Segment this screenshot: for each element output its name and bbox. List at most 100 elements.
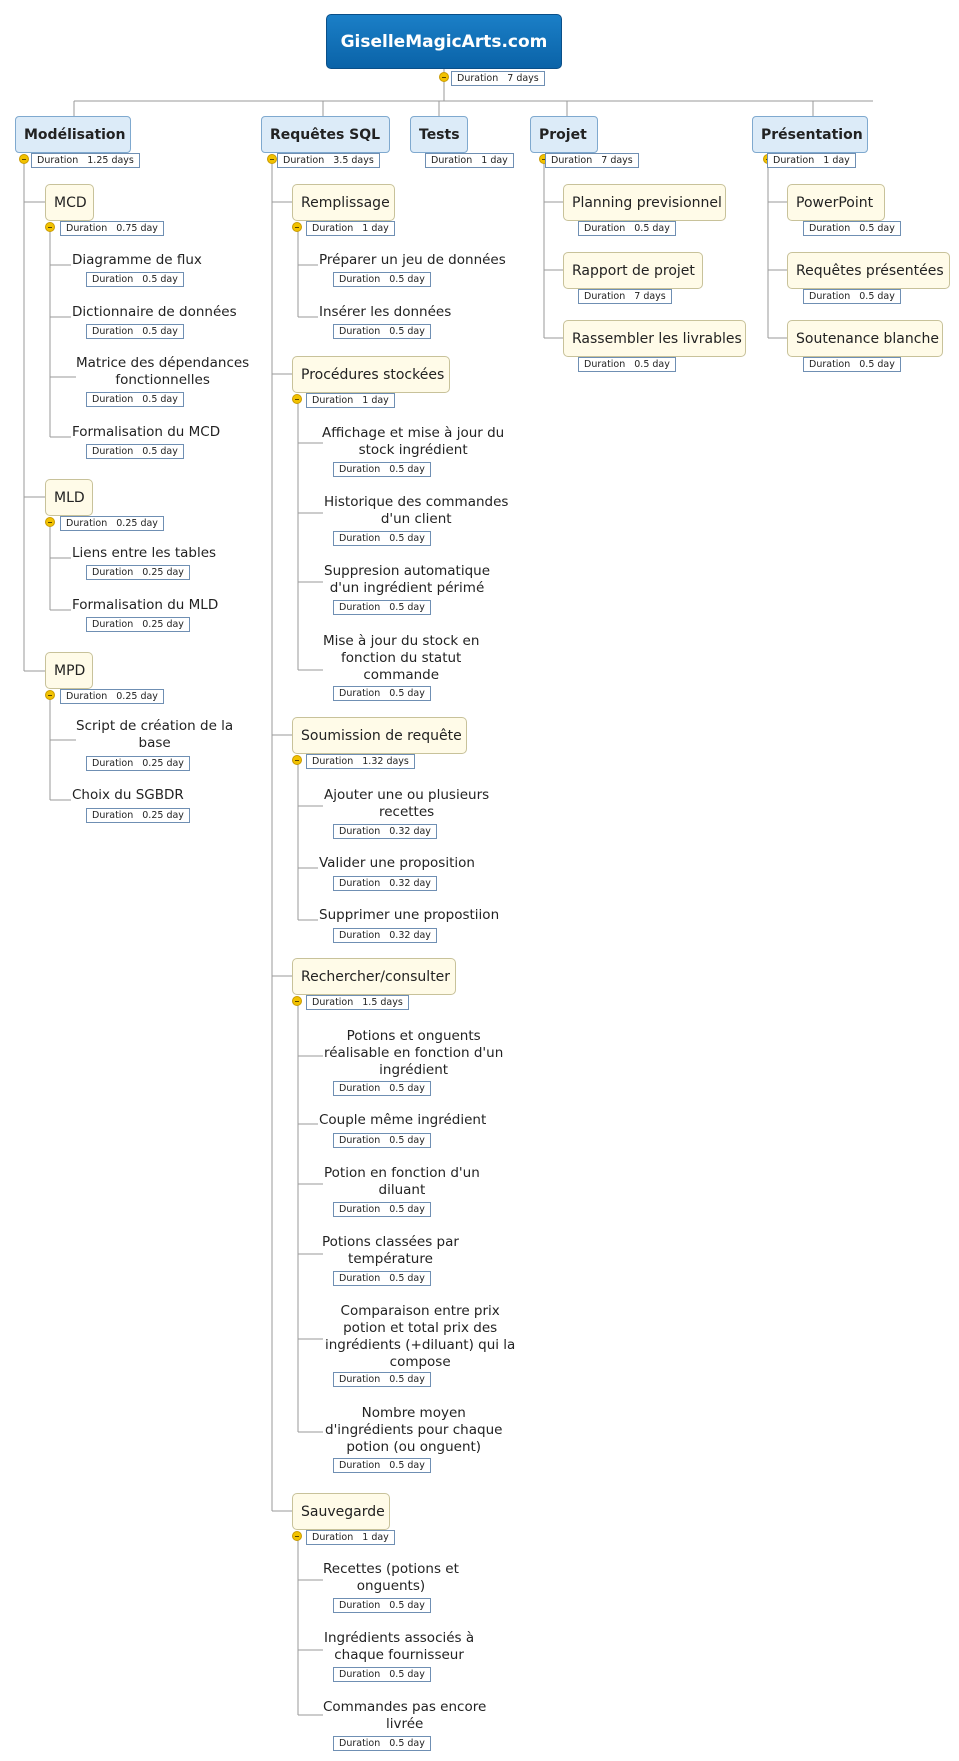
branch-modelisation[interactable]: Modélisation [15, 116, 131, 153]
collapse-icon[interactable] [45, 690, 55, 700]
task-label: Script de création de la base [76, 718, 234, 751]
task-label: Suppresion automatique d'un ingrédient p… [324, 563, 490, 596]
collapse-icon[interactable] [19, 154, 29, 164]
task-label: Commandes pas encore livrée [323, 1699, 487, 1732]
node-mld[interactable]: MLD [45, 479, 93, 516]
branch-requetes-sql[interactable]: Requêtes SQL [261, 116, 390, 153]
node-mpd[interactable]: MPD [45, 652, 93, 689]
task-label: Formalisation du MCD [72, 424, 221, 440]
node-procedures-stockees[interactable]: Procédures stockées [292, 356, 450, 393]
task-label: Mise à jour du stock en fonction du stat… [323, 633, 480, 683]
node-soumission-requete[interactable]: Soumission de requête [292, 717, 467, 754]
branch-tests[interactable]: Tests [410, 116, 468, 153]
task-label: Supprimer une propostiion [319, 907, 500, 923]
task-label: Affichage et mise à jour du stock ingréd… [322, 425, 505, 458]
node-planning-previsionnel[interactable]: Planning previsionnel [563, 184, 726, 221]
task-label: Ingrédients associés à chaque fournisseu… [324, 1630, 475, 1663]
root-node[interactable]: GiselleMagicArts.com [326, 14, 562, 69]
task-label: Liens entre les tables [72, 545, 217, 561]
collapse-icon[interactable] [292, 996, 302, 1006]
task-label: Préparer un jeu de données [319, 252, 506, 268]
task-label: Insérer les données [319, 304, 452, 320]
node-rapport-de-projet[interactable]: Rapport de projet [563, 252, 703, 289]
task-label: Dictionnaire de données [72, 304, 237, 320]
task-label: Formalisation du MLD [72, 597, 219, 613]
node-rechercher-consulter[interactable]: Rechercher/consulter [292, 958, 456, 995]
node-rassembler-livrables[interactable]: Rassembler les livrables [563, 320, 746, 357]
node-soutenance-blanche[interactable]: Soutenance blanche [787, 320, 943, 357]
node-mcd[interactable]: MCD [45, 184, 94, 221]
root-title: GiselleMagicArts.com [340, 31, 548, 52]
collapse-icon[interactable] [439, 72, 449, 82]
branch-projet[interactable]: Projet [530, 116, 598, 153]
task-label: Comparaison entre prix potion et total p… [325, 1303, 516, 1370]
task-label: Potions et onguents réalisable en foncti… [324, 1028, 504, 1078]
task-label: Historique des commandes d'un client [324, 494, 509, 527]
task-label: Potion en fonction d'un diluant [324, 1165, 480, 1198]
task-label: Nombre moyen d'ingrédients pour chaque p… [325, 1405, 503, 1455]
branch-presentation[interactable]: Présentation [752, 116, 868, 153]
collapse-icon[interactable] [292, 394, 302, 404]
collapse-icon[interactable] [292, 222, 302, 232]
node-remplissage[interactable]: Remplissage [292, 184, 395, 221]
collapse-icon[interactable] [45, 222, 55, 232]
collapse-icon[interactable] [45, 517, 55, 527]
node-requetes-presentees[interactable]: Requêtes présentées [787, 252, 950, 289]
node-powerpoint[interactable]: PowerPoint [787, 184, 885, 221]
task-label: Valider une proposition [319, 855, 475, 871]
collapse-icon[interactable] [267, 154, 277, 164]
task-label: Potions classées par température [322, 1234, 459, 1267]
collapse-icon[interactable] [292, 755, 302, 765]
task-label: Recettes (potions et onguents) [323, 1561, 459, 1594]
node-sauvegarde[interactable]: Sauvegarde [292, 1493, 390, 1530]
task-label: Matrice des dépendances fonctionnelles [76, 355, 250, 388]
task-label: Couple même ingrédient [319, 1112, 487, 1128]
collapse-icon[interactable] [292, 1531, 302, 1541]
